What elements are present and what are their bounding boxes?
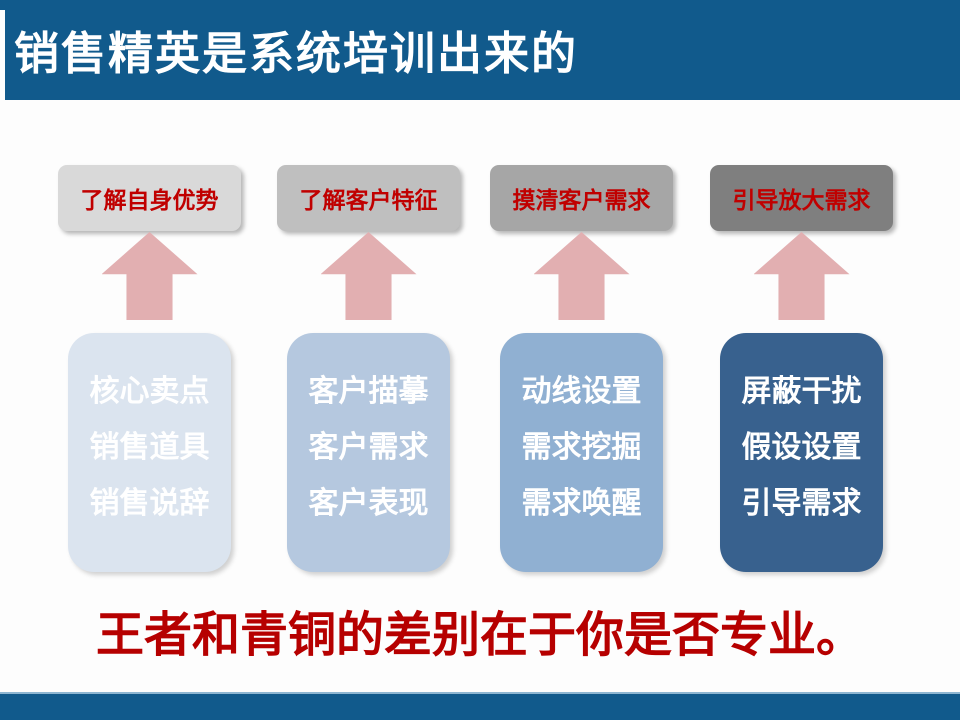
stage-label-text: 了解客户特征 xyxy=(299,188,438,213)
process-column-4: 引导放大需求 屏蔽干扰 假设设置 引导需求 xyxy=(710,165,893,572)
detail-item: 引导需求 xyxy=(741,487,862,520)
detail-item: 客户表现 xyxy=(308,487,429,520)
detail-item: 客户需求 xyxy=(308,431,429,464)
stage-label-text: 了解自身优势 xyxy=(80,188,219,213)
process-column-1: 了解自身优势 核心卖点 销售道具 销售说辞 xyxy=(58,165,241,572)
detail-item: 客户描摹 xyxy=(308,375,429,408)
detail-item: 需求唤醒 xyxy=(521,487,642,520)
stage-detail-box: 核心卖点 销售道具 销售说辞 xyxy=(68,333,231,572)
process-column-3: 摸清客户需求 动线设置 需求挖掘 需求唤醒 xyxy=(490,165,673,572)
conclusion-text: 王者和青铜的差别在于你是否专业。 xyxy=(95,609,864,662)
stage-label: 引导放大需求 xyxy=(710,165,893,231)
stage-label-text: 摸清客户需求 xyxy=(512,188,651,213)
detail-item: 需求挖掘 xyxy=(521,431,642,464)
up-arrow xyxy=(101,232,198,320)
detail-item: 销售道具 xyxy=(89,431,210,464)
detail-item: 动线设置 xyxy=(521,375,642,408)
up-arrow xyxy=(533,232,630,320)
footer-bar xyxy=(0,692,960,720)
process-column-2: 了解客户特征 客户描摹 客户需求 客户表现 xyxy=(277,165,460,572)
stage-label: 摸清客户需求 xyxy=(490,165,673,231)
stage-label: 了解客户特征 xyxy=(277,165,460,231)
stage-label: 了解自身优势 xyxy=(58,165,241,231)
detail-item: 屏蔽干扰 xyxy=(741,375,862,408)
up-arrow xyxy=(753,232,850,320)
detail-item: 销售说辞 xyxy=(89,487,210,520)
slide-title: 销售精英是系统培训出来的 xyxy=(14,29,579,79)
header-top-strip xyxy=(0,0,960,10)
detail-item: 假设设置 xyxy=(741,431,862,464)
stage-label-text: 引导放大需求 xyxy=(732,188,871,213)
detail-item: 核心卖点 xyxy=(89,375,210,408)
up-arrow xyxy=(320,232,417,320)
stage-detail-box: 屏蔽干扰 假设设置 引导需求 xyxy=(720,333,883,572)
title-bar: 销售精英是系统培训出来的 xyxy=(5,10,960,100)
stage-detail-box: 客户描摹 客户需求 客户表现 xyxy=(287,333,450,572)
stage-detail-box: 动线设置 需求挖掘 需求唤醒 xyxy=(500,333,663,572)
